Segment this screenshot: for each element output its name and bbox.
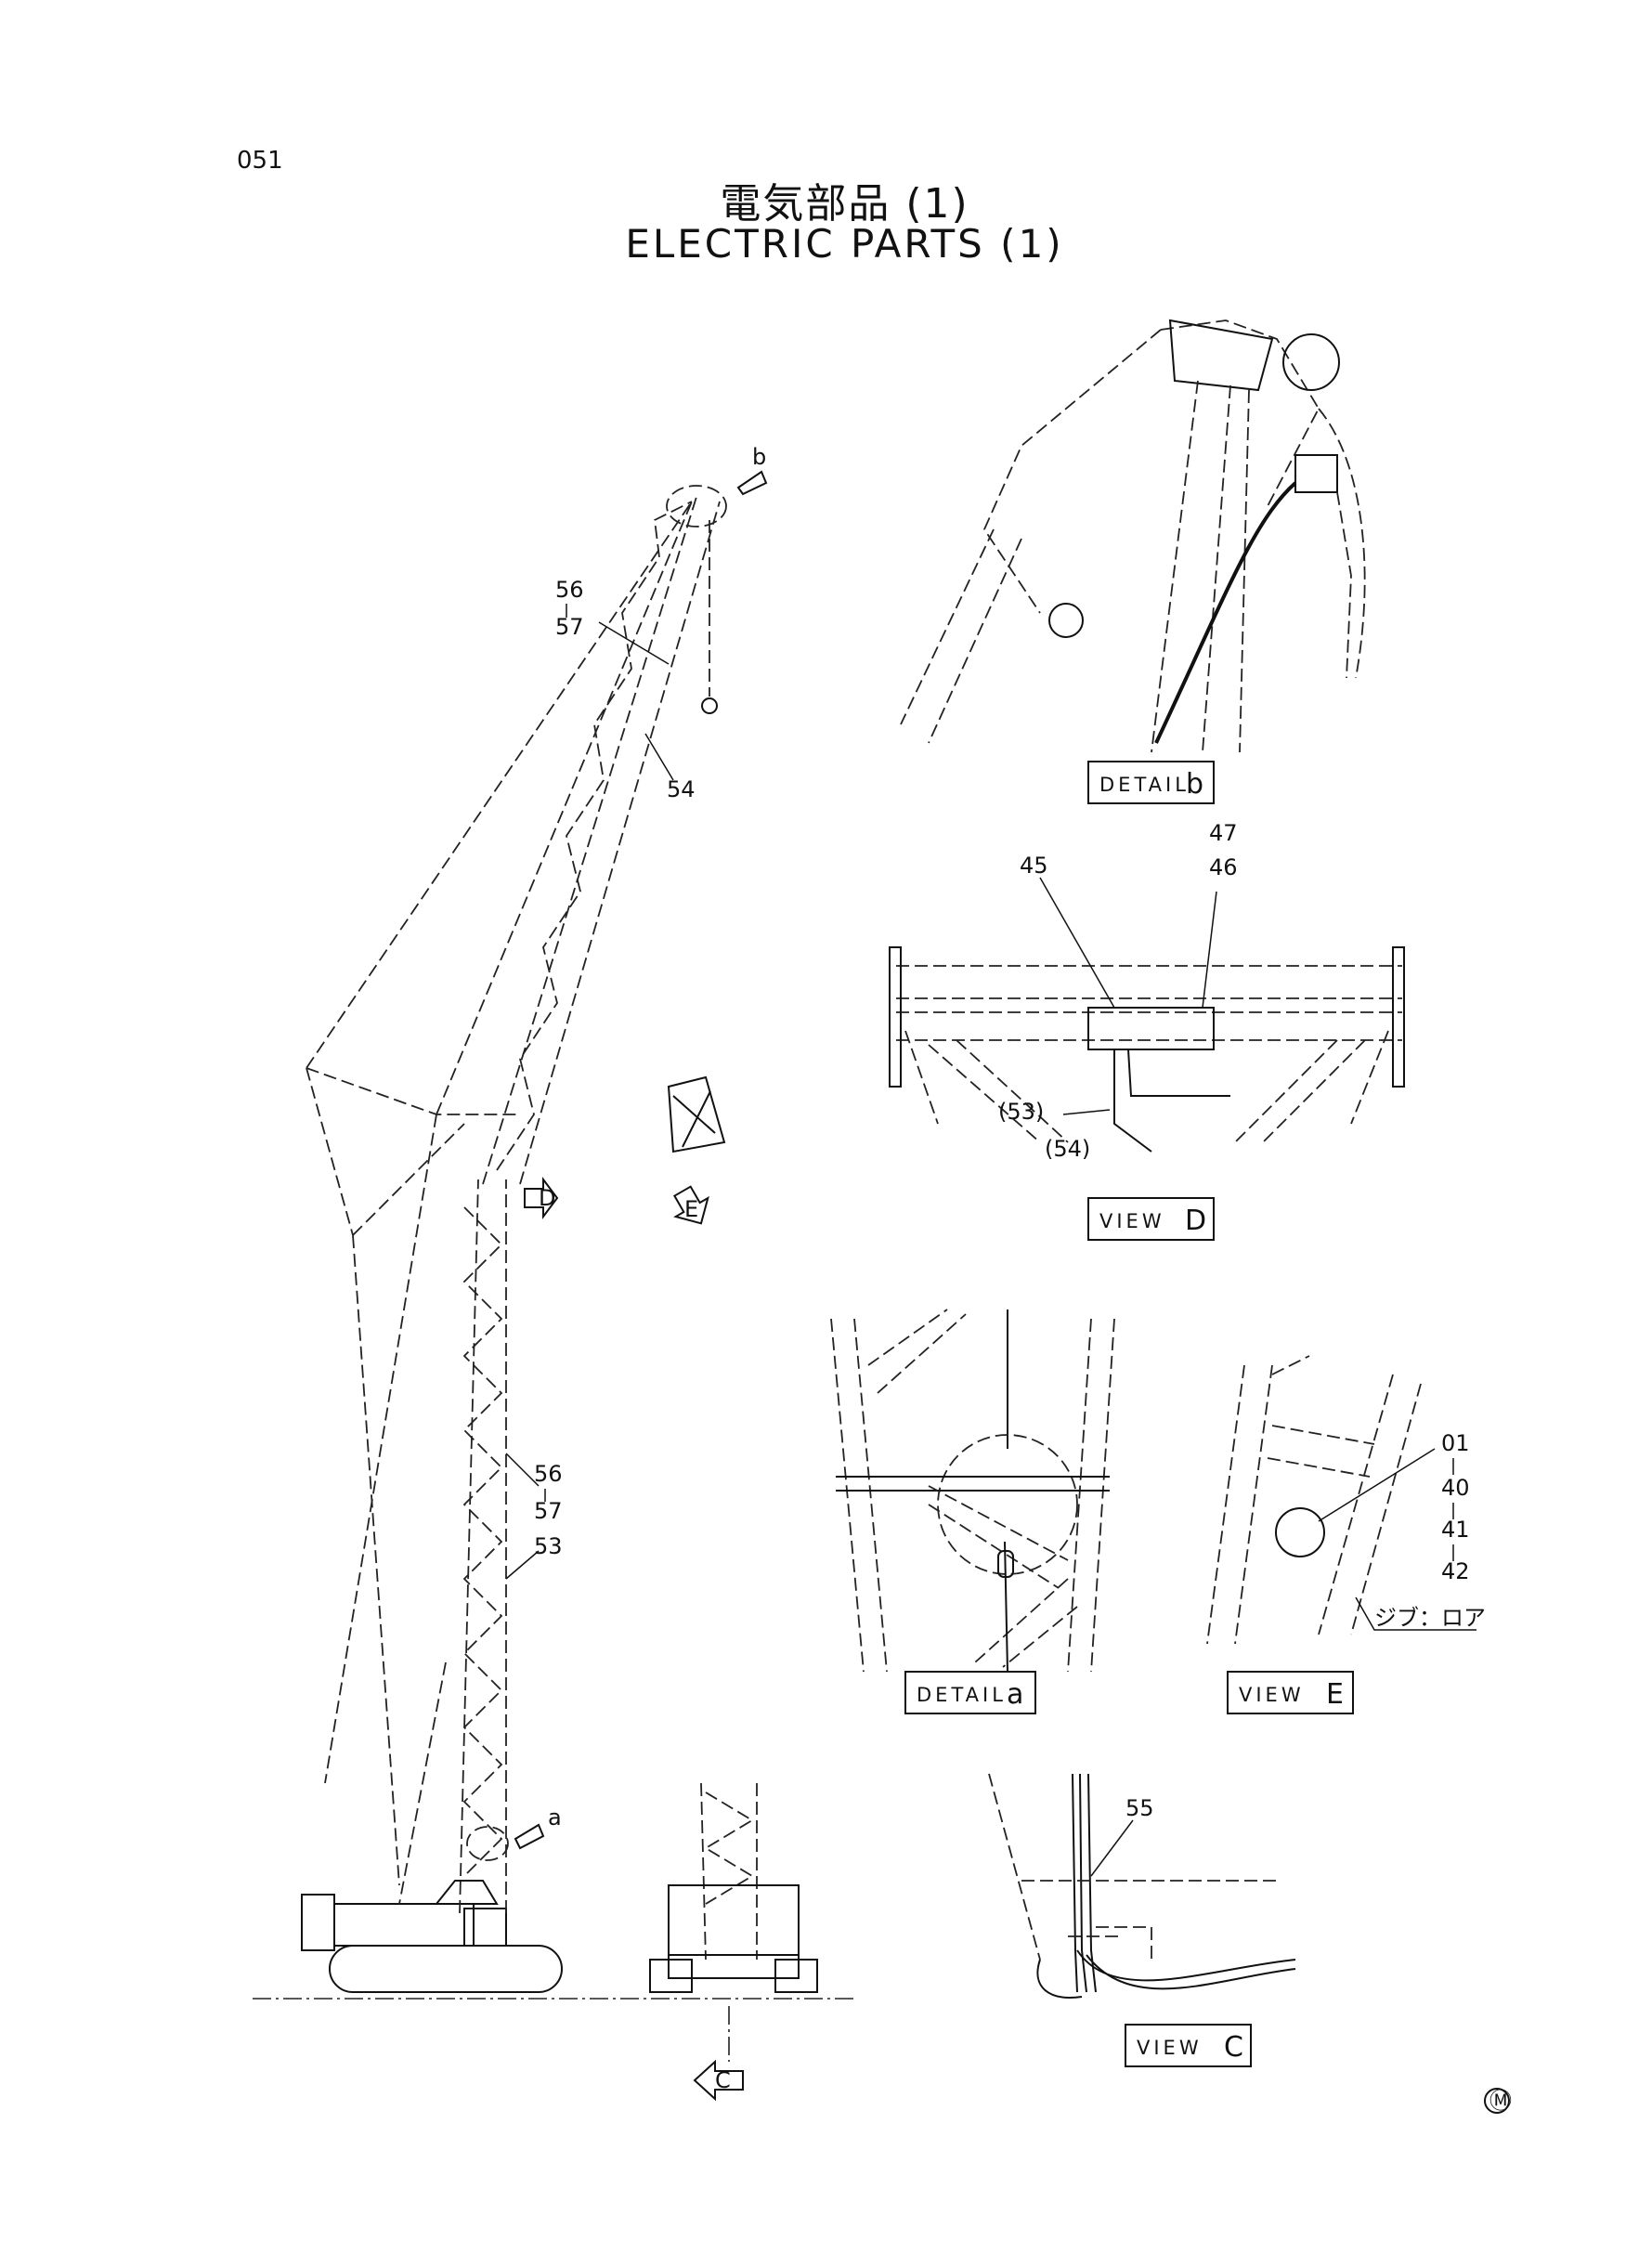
part-46: 46 (1209, 854, 1238, 880)
view-d-drawing: VIEW D (889, 877, 1405, 1241)
view-d-letter: D (1185, 1205, 1206, 1237)
title-english: ELECTRIC PARTS (1) (625, 221, 1064, 267)
callout-labels: b a D E C 56 57 54 56 57 53 45 47 46 (53… (534, 444, 1486, 2093)
m-mark: Ⓜ (1489, 2088, 1512, 2114)
view-c-word: VIEW (1137, 2037, 1203, 2059)
arrow-c-label: C (715, 2067, 731, 2093)
detail-b-drawing: DETAIL b (900, 319, 1366, 804)
view-d-word: VIEW (1099, 1210, 1165, 1232)
part-47: 47 (1209, 820, 1238, 846)
part-57-mid: 57 (534, 1498, 563, 1524)
crane-side-view (253, 470, 854, 2000)
part-45: 45 (1020, 853, 1048, 879)
part-53-ref: (53) (998, 1099, 1044, 1125)
detail-a-letter: a (1007, 1678, 1023, 1711)
crane-front-view (649, 1782, 818, 2102)
detail-a-word: DETAIL (917, 1684, 1007, 1706)
part-41: 41 (1441, 1517, 1470, 1543)
part-54: 54 (667, 776, 696, 802)
view-c-letter: C (1224, 2031, 1243, 2064)
view-e-letter: E (1326, 1678, 1344, 1711)
arrow-d-label: D (539, 1185, 555, 1211)
view-c-drawing: VIEW C (988, 1773, 1296, 2067)
part-57-top: 57 (555, 614, 584, 640)
callout-b: b (752, 444, 766, 470)
part-53: 53 (534, 1533, 563, 1559)
part-42: 42 (1441, 1558, 1470, 1584)
jib-lower-label: ジブ：ロア (1374, 1605, 1486, 1631)
callout-a: a (548, 1804, 562, 1831)
part-56-top: 56 (555, 577, 584, 603)
view-e-drawing: VIEW E (1206, 1355, 1476, 1714)
title-japanese: 電気部品 (1) (720, 180, 969, 228)
part-40: 40 (1441, 1475, 1470, 1501)
view-e-word: VIEW (1239, 1684, 1305, 1706)
part-56-mid: 56 (534, 1461, 563, 1487)
part-55: 55 (1125, 1795, 1154, 1821)
part-01: 01 (1441, 1430, 1470, 1456)
part-54-ref: (54) (1045, 1136, 1090, 1162)
detail-b-word: DETAIL (1099, 774, 1190, 796)
arrow-e-label: E (684, 1196, 698, 1222)
page-number: 051 (237, 147, 283, 175)
detail-b-letter: b (1186, 768, 1203, 801)
detail-a-drawing: DETAIL a (830, 1309, 1115, 1714)
